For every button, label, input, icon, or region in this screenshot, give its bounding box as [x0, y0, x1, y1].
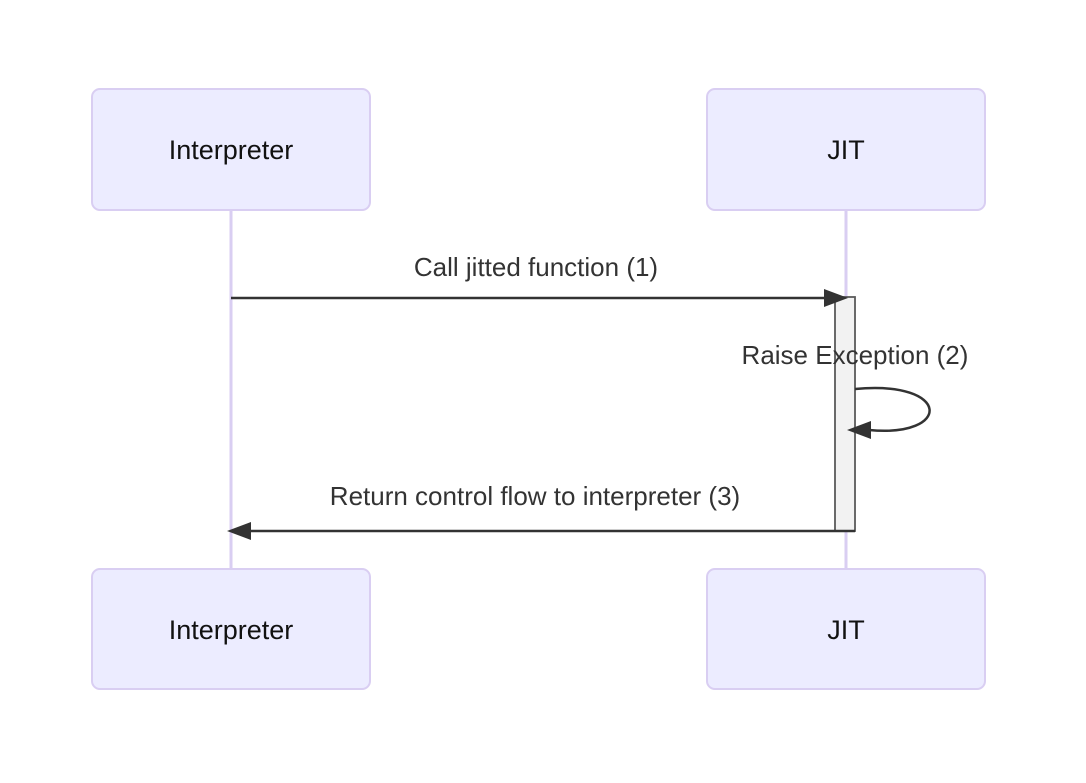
self-loop-curve — [854, 386, 931, 433]
actor-bottom-interpreter: Interpreter — [91, 568, 371, 690]
actor-top-interpreter: Interpreter — [91, 88, 371, 211]
message-3-label: Return control flow to interpreter (3) — [330, 481, 740, 511]
message-raise-exception-self-loop: Raise Exception (2) — [742, 340, 969, 439]
actor-label-interpreter: Interpreter — [169, 135, 294, 165]
actor-box — [91, 568, 371, 690]
arrowhead-right-icon — [824, 289, 848, 307]
actor-box — [706, 568, 986, 690]
arrowhead-left-icon — [847, 421, 871, 439]
actor-label-jit: JIT — [827, 615, 865, 645]
message-2-label: Raise Exception (2) — [742, 340, 969, 370]
actor-bottom-jit: JIT — [706, 568, 986, 690]
arrowhead-left-icon — [227, 522, 251, 540]
message-1-label: Call jitted function (1) — [414, 252, 658, 282]
actor-box — [91, 88, 371, 211]
actor-top-jit: JIT — [706, 88, 986, 211]
actor-box — [706, 88, 986, 211]
actor-label-jit: JIT — [827, 135, 865, 165]
jit-activation-bar — [834, 296, 856, 532]
actor-label-interpreter: Interpreter — [169, 615, 294, 645]
message-call-jitted-function: Call jitted function (1) — [231, 252, 848, 307]
message-return-control-flow: Return control flow to interpreter (3) — [227, 481, 855, 540]
